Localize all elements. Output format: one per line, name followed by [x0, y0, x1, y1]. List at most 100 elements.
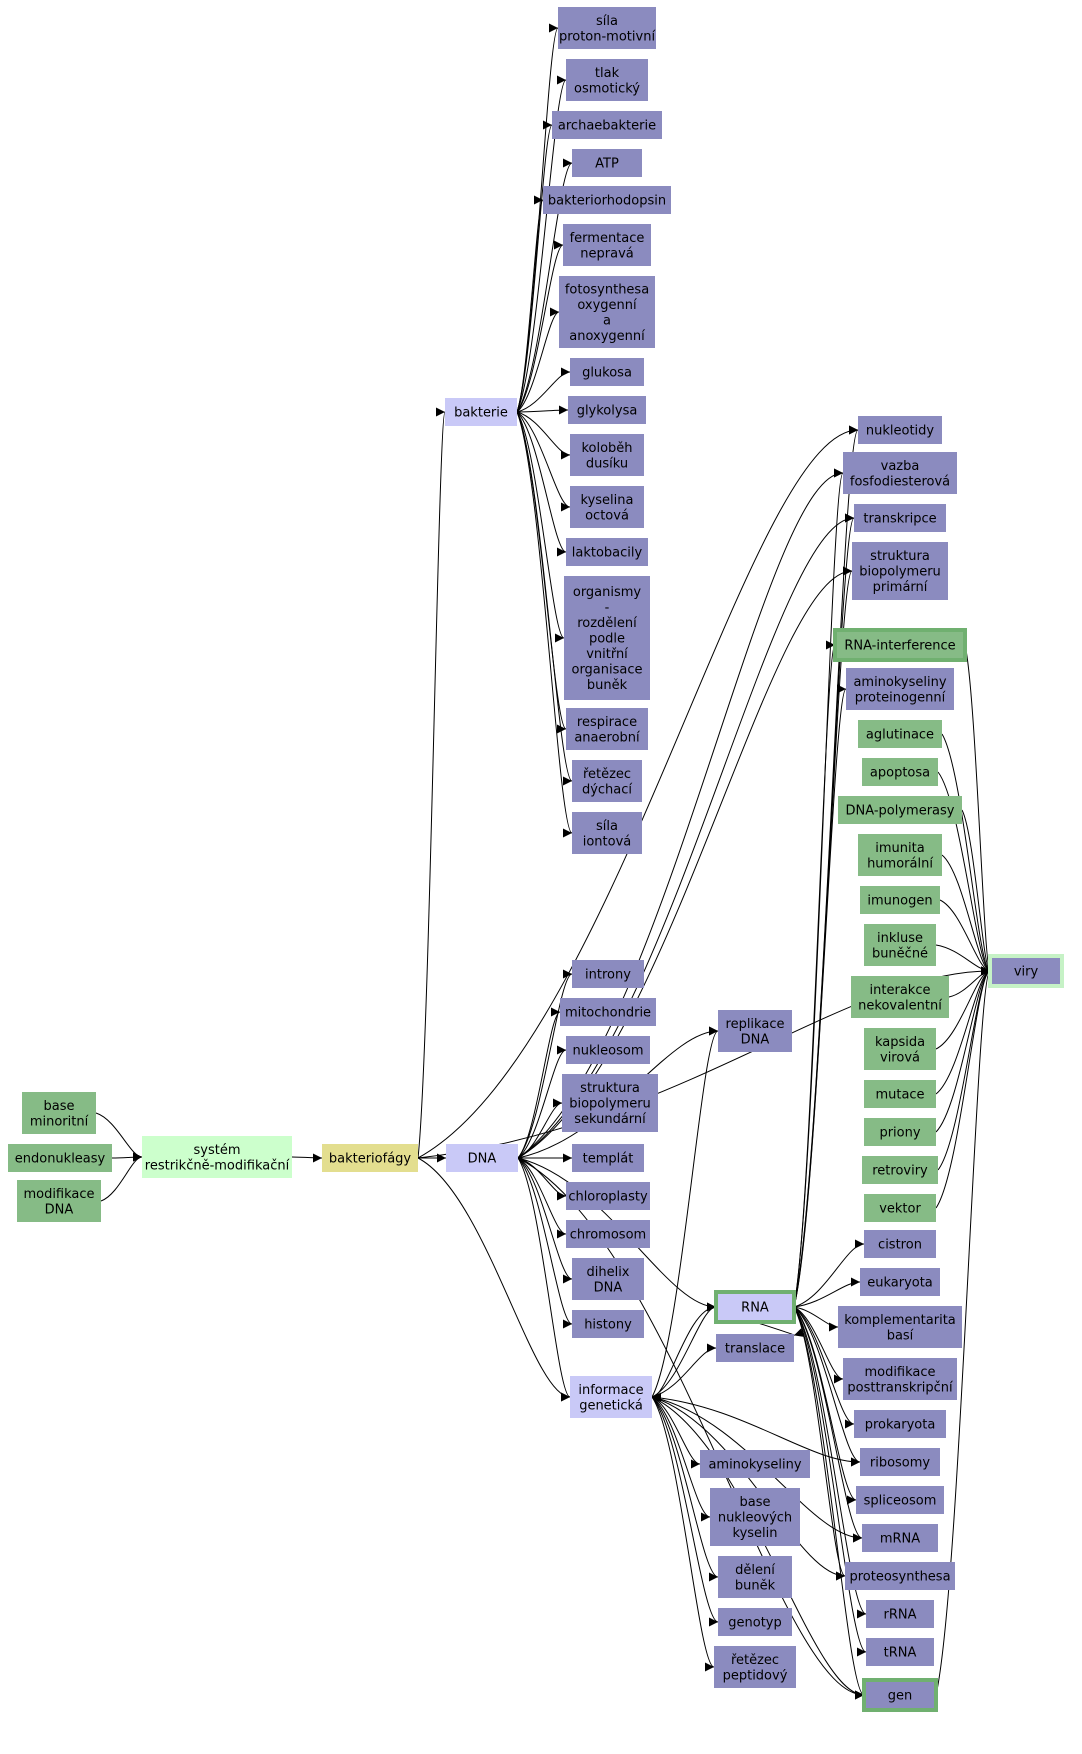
node-label-line: genotyp: [728, 1616, 782, 1631]
node-label-line: ribosomy: [870, 1456, 931, 1471]
node-label: glukosa: [582, 366, 632, 381]
node-label-line: eukaryota: [867, 1276, 933, 1291]
node-label-line: bakteriorhodopsin: [548, 194, 666, 209]
node-box: [8, 1144, 112, 1172]
edge-rna-to-rrna: [793, 1306, 867, 1619]
edge-layer: [95, 23, 991, 1700]
node-histony: histony: [572, 1310, 644, 1338]
node-box: [846, 668, 954, 710]
node-box: [854, 1410, 946, 1438]
node-label-line: base: [740, 1495, 771, 1510]
node-box: [570, 486, 644, 528]
node-rnai: RNA-interference: [833, 628, 967, 662]
edge-rna-to-trna: [793, 1306, 867, 1657]
node-box: [570, 434, 644, 476]
node-label-line: buněčné: [872, 946, 928, 961]
node-label-line: archaebakterie: [558, 119, 656, 134]
node-atp: ATP: [572, 149, 642, 177]
node-label-line: systém: [194, 1143, 241, 1158]
node-label-line: base: [44, 1099, 75, 1114]
node-box: [572, 149, 642, 177]
node-label-line: mRNA: [880, 1532, 920, 1547]
edge-rna-to-gen: [793, 1306, 865, 1700]
node-box: [718, 1010, 792, 1052]
node-label-line: fotosynthesa: [565, 282, 649, 297]
edge-rna-to-strukt_prim: [793, 566, 853, 1308]
node-rna: RNA: [714, 1290, 796, 1324]
node-label: mRNA: [880, 1532, 920, 1547]
node-box: [860, 886, 940, 914]
node-box: [988, 954, 1064, 988]
edge-dna-to-nukleosom: [517, 1045, 567, 1159]
node-label-line: DNA-polymerasy: [846, 804, 955, 819]
edge-rna-to-aminoprot: [793, 684, 847, 1308]
edge-vektor-to-viry: [935, 966, 991, 1209]
node-chloro: chloroplasty: [566, 1182, 650, 1210]
edge-rna-to-rnai: [793, 640, 836, 1308]
node-label-line: gen: [888, 1689, 913, 1704]
node-label-line: glykolysa: [577, 404, 638, 419]
node-spliceosom: spliceosom: [856, 1486, 944, 1514]
node-label-line: síla: [596, 819, 618, 834]
node-box: [322, 1144, 418, 1172]
node-label-line: DNA: [594, 1280, 623, 1295]
node-box: [718, 1608, 792, 1636]
node-box: [552, 111, 662, 139]
node-label: mutace: [875, 1088, 924, 1103]
node-box: [858, 416, 942, 444]
node-label-line: chloroplasty: [568, 1190, 648, 1205]
node-box: [566, 538, 648, 566]
node-mrna: mRNA: [862, 1524, 938, 1552]
node-nukleosom: nukleosom: [566, 1036, 650, 1064]
node-label: imunogen: [867, 894, 932, 909]
node-endonuk: endonukleasy: [8, 1144, 112, 1172]
node-label-line: buněk: [735, 1578, 776, 1593]
node-label-line: modifikace: [23, 1187, 94, 1202]
edge-bakterie-to-bakrhod: [516, 195, 544, 413]
node-trna: tRNA: [866, 1638, 934, 1666]
node-label-line: organismy: [573, 585, 642, 600]
node-label: laktobacily: [572, 546, 643, 561]
node-templat: templát: [572, 1144, 644, 1172]
edge-bakteriofagy-to-nukleotidy: [417, 425, 859, 1159]
node-label-line: chromosom: [570, 1228, 646, 1243]
node-label-line: virová: [880, 1050, 920, 1065]
node-box: [572, 1144, 644, 1172]
edge-dnapol-to-viry: [961, 809, 991, 976]
node-label-line: templát: [583, 1152, 634, 1167]
node-box: [718, 1556, 792, 1598]
node-label: viry: [1014, 965, 1039, 980]
node-label-line: laktobacily: [572, 546, 643, 561]
node-label: gen: [888, 1689, 913, 1704]
node-prokaryota: prokaryota: [854, 1410, 946, 1438]
node-label: aminokyseliny: [708, 1458, 801, 1473]
node-label-line: struktura: [870, 549, 930, 564]
node-label-line: inkluse: [877, 931, 923, 946]
node-label-line: DNA: [741, 1032, 770, 1047]
node-label-line: komplementarita: [844, 1313, 956, 1328]
node-label: apoptosa: [870, 766, 930, 781]
node-box: [558, 7, 656, 49]
node-label: transkripce: [863, 512, 936, 527]
node-label-line: nukleových: [718, 1511, 792, 1526]
node-box: [22, 1092, 96, 1134]
node-label-line: posttranskripční: [847, 1380, 953, 1395]
